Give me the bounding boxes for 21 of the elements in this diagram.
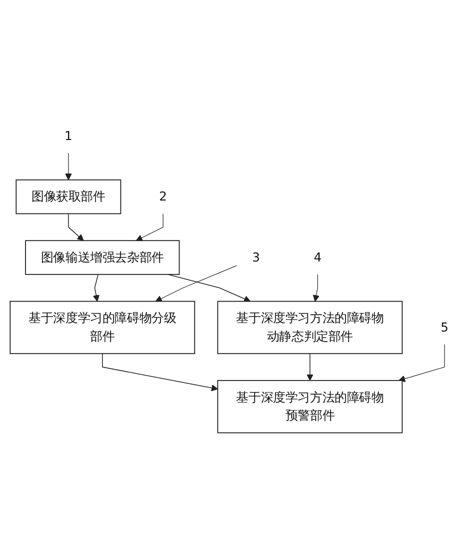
- node-text: 5: [440, 320, 448, 334]
- arrow: [306, 353, 314, 381]
- arrow: [167, 274, 251, 302]
- arrow: [92, 274, 100, 302]
- node-box: [25, 240, 180, 275]
- arrow: [136, 213, 164, 241]
- arrow: [68, 213, 84, 241]
- arrow: [102, 353, 218, 392]
- node-text: 2: [159, 189, 167, 204]
- node-box: [16, 179, 122, 214]
- arrow: [312, 274, 320, 302]
- node-text: 3: [252, 250, 260, 264]
- flowchart-drawing: 1 图像获取部件 2 图像输送增强去杂部件 3 4 基于深度学习的障碍物分级部件 基于深度学习方法的障碍物动静态判定部件 5 基于深度学习方法的障碍物预警部件: [4, 113, 470, 439]
- arrow: [155, 265, 238, 302]
- node-text: 4: [314, 250, 322, 264]
- arrow: [65, 152, 72, 180]
- node-box: [217, 300, 403, 354]
- node-box: [217, 380, 403, 434]
- node-box: [10, 300, 196, 354]
- node-text: 1: [64, 128, 72, 144]
- arrow: [398, 344, 445, 382]
